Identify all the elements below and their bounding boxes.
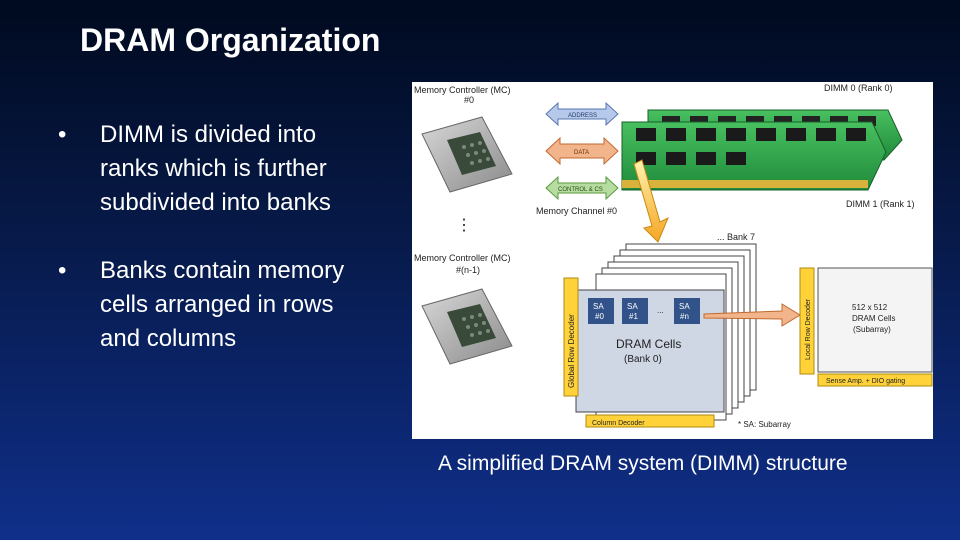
sa1-index: #1 [629, 312, 638, 321]
bullet-text: Banks contain memory cells arranged in r… [100, 257, 345, 352]
bullet-dot: • [58, 257, 67, 284]
subarray-cells-label: DRAM Cells [852, 314, 896, 323]
address-label: ADDRESS [568, 113, 597, 119]
data-arrow-icon: DATA [545, 136, 619, 166]
figure-caption: A simplified DRAM system (DIMM) structur… [438, 452, 848, 475]
subarray-detail [799, 267, 933, 387]
zoom-arrow-icon [633, 159, 669, 243]
dram-diagram: Memory Controller (MC) #0 ⋮ Memory Contr… [414, 83, 933, 429]
channel-label: Memory Channel #0 [536, 206, 617, 216]
subarray-footnote: * SA: Subarray [738, 420, 791, 429]
slide-title: DRAM Organization [80, 22, 381, 58]
bank0-label: (Bank 0) [624, 354, 662, 365]
sa0-label: SA [593, 302, 604, 311]
cpu-chip-icon [421, 116, 513, 193]
mcn-index: #(n-1) [456, 265, 480, 275]
mc0-index: #0 [464, 95, 474, 105]
dimm-module-icon [621, 121, 887, 191]
global-row-decoder-label: Global Row Decoder [567, 314, 576, 388]
control-label: CONTROL & CS [558, 187, 603, 193]
mc0-label: Memory Controller (MC) [414, 85, 511, 95]
bullet-item: • Banks contain memory cells arranged in… [58, 254, 378, 356]
column-decoder-label: Column Decoder [592, 420, 645, 427]
san-index: #n [680, 312, 689, 321]
mcn-label: Memory Controller (MC) [414, 253, 511, 263]
subarray-name-label: (Subarray) [853, 325, 891, 334]
bullet-text: DIMM is divided into ranks which is furt… [100, 121, 331, 216]
control-arrow-icon: CONTROL & CS [545, 175, 619, 201]
sa-ellipsis: ... [657, 306, 664, 315]
dram-structure-figure: Memory Controller (MC) #0 ⋮ Memory Contr… [412, 82, 933, 439]
sa0-index: #0 [595, 312, 604, 321]
dimm1-label: DIMM 1 (Rank 1) [846, 199, 915, 209]
data-label: DATA [574, 150, 589, 156]
bank-stack [563, 243, 757, 428]
address-arrow-icon: ADDRESS [545, 101, 619, 127]
dimm0-label: DIMM 0 (Rank 0) [824, 83, 893, 93]
bank7-label: ... Bank 7 [717, 232, 755, 242]
sense-amp-label: Sense Amp. + DIO gating [826, 378, 905, 385]
sa1-label: SA [627, 302, 638, 311]
cpu-chip-icon [421, 288, 513, 365]
vertical-ellipsis: ⋮ [456, 217, 472, 234]
san-label: SA [679, 302, 690, 311]
subarray-size-label: 512 x 512 [852, 303, 888, 312]
bullet-list: • DIMM is divided into ranks which is fu… [58, 118, 378, 390]
dram-cells-label: DRAM Cells [616, 337, 681, 351]
bullet-dot: • [58, 121, 67, 148]
subarray-pointer-icon [703, 303, 801, 327]
local-row-decoder-label: Local Row Decoder [805, 298, 812, 360]
bullet-item: • DIMM is divided into ranks which is fu… [58, 118, 378, 220]
